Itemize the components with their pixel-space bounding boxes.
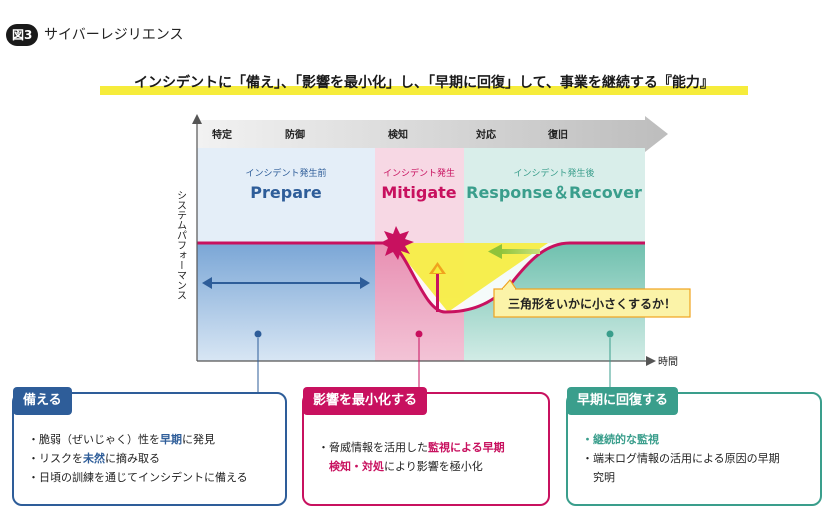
stage-recover: 復旧 — [547, 128, 568, 141]
recover-phase-name: Response＆Recover — [466, 183, 642, 202]
stage-respond: 対応 — [475, 128, 496, 141]
performance-curve — [197, 241, 645, 314]
triangle-callout-text: 三角形をいかに小さくするか！ — [508, 296, 676, 311]
list-item: ・脅威情報を活用した監視による早期 — [318, 441, 505, 454]
prepare-card-list: ・脆弱（ぜいじゃく）性を早期に発見 ・リスクを未然に摘み取る ・日頃の訓練を通じ… — [28, 430, 275, 487]
mitigate-card-list: ・脅威情報を活用した監視による早期 検知・対処により影響を極小化 — [318, 438, 538, 476]
y-axis-label: システムパフォーマンス — [175, 190, 187, 300]
prepare-card-tag: 備える — [13, 387, 72, 415]
mitigate-phase-name: Mitigate — [381, 183, 456, 202]
impact-triangle — [392, 243, 548, 312]
list-item: ・脆弱（ぜいじゃく）性を早期に発見 — [28, 433, 215, 446]
figure-number-badge: 図3 — [6, 24, 39, 46]
recover-left-arrow-icon — [488, 244, 540, 259]
list-item: 検知・対処により影響を極小化 — [329, 460, 483, 473]
x-axis-label: 時間 — [658, 356, 678, 368]
recover-phase-sub: インシデント発生後 — [513, 167, 594, 179]
list-item: 究明 — [582, 471, 615, 484]
triangle-callout — [493, 279, 691, 318]
list-item: ・端末ログ情報の活用による原因の早期 — [582, 452, 780, 465]
mitigate-card: 影響を最小化する ・脅威情報を活用した監視による早期 検知・対処により影響を極小… — [302, 387, 550, 506]
prepare-card: 備える ・脆弱（ぜいじゃく）性を早期に発見 ・リスクを未然に摘み取る ・日頃の訓… — [12, 387, 287, 506]
stage-protect: 防御 — [285, 128, 305, 141]
figure-title: サイバーレジリエンス — [44, 27, 184, 43]
mitigate-up-arrow-icon — [429, 262, 446, 312]
list-item: ・リスクを未然に摘み取る — [28, 452, 160, 465]
list-item: ・継続的な監視 — [582, 433, 659, 446]
recover-phase-bg — [464, 148, 645, 243]
x-axis-arrowhead — [646, 356, 656, 366]
list-item: ・日頃の訓練を通じてインシデントに備える — [28, 471, 248, 484]
recover-card-tag: 早期に回復する — [567, 387, 679, 415]
timeline-arrow — [197, 116, 668, 152]
prepare-double-arrow-icon — [202, 277, 370, 289]
stage-identify: 特定 — [212, 128, 232, 141]
recover-connector-dot — [606, 330, 614, 338]
mitigate-connector-dot — [415, 330, 423, 338]
mitigate-phase-sub: インシデント発生 — [383, 167, 455, 179]
prepare-phase-level — [197, 243, 375, 361]
resilience-diagram: 特定 防御 検知 対応 復旧 インシデント発生前 Prepare インシデント発… — [175, 114, 691, 392]
headline: インシデントに「備え」、「影響を最小化」し、「早期に回復」して、事業を継続する『… — [134, 75, 714, 91]
prepare-phase-name: Prepare — [250, 183, 322, 202]
stage-detect: 検知 — [388, 128, 408, 141]
y-axis-arrowhead — [192, 114, 202, 124]
headline-highlight — [100, 86, 748, 95]
prepare-connector-dot — [254, 330, 262, 338]
prepare-phase-bg — [197, 148, 375, 243]
incident-burst-icon — [380, 226, 414, 260]
mitigate-phase-bg — [375, 148, 464, 243]
prepare-phase-sub: インシデント発生前 — [245, 167, 326, 179]
mitigate-card-tag: 影響を最小化する — [303, 387, 428, 415]
recover-card-list: ・継続的な監視 ・端末ログ情報の活用による原因の早期 究明 — [582, 430, 810, 487]
recover-card: 早期に回復する ・継続的な監視 ・端末ログ情報の活用による原因の早期 究明 — [566, 387, 822, 506]
